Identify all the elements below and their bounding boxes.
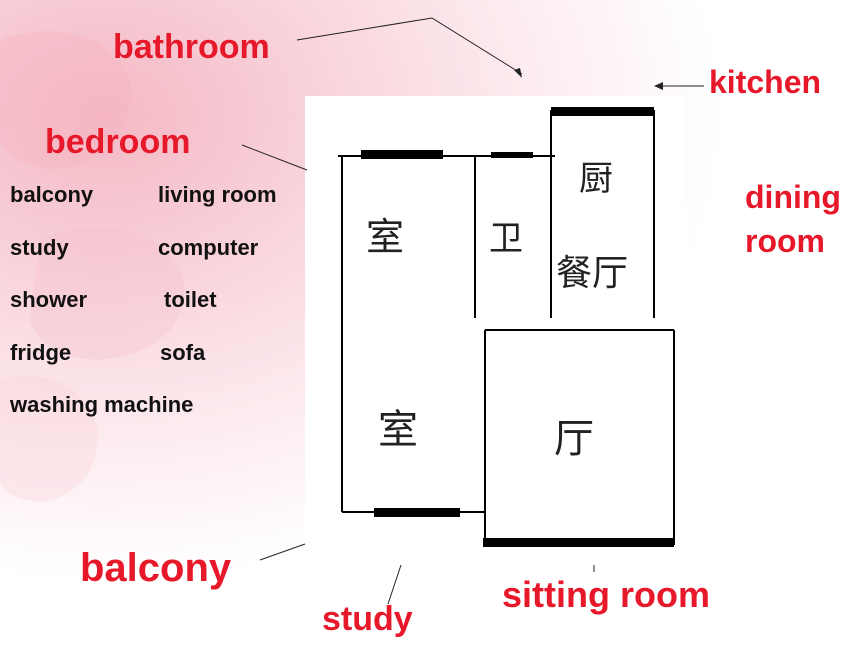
window-bars (361, 107, 674, 547)
plan-char-bedroom-bottom: 室 (378, 407, 418, 453)
petal-decoration (0, 31, 185, 502)
label-kitchen: kitchen (709, 64, 821, 100)
vocab-word: toilet (164, 287, 217, 312)
pointer-lines (241, 17, 704, 605)
vocab-word: sofa (160, 340, 206, 365)
floor-plan-walls (338, 110, 675, 545)
plan-char-bedroom-top: 室 (366, 215, 404, 259)
label-balcony: balcony (80, 546, 232, 590)
vocab-word: computer (158, 235, 259, 260)
label-study: study (322, 600, 413, 638)
floor-plan-panel (305, 96, 685, 574)
plan-char-hall: 厅 (554, 416, 594, 462)
label-dining-line2: room (745, 223, 825, 259)
vocabulary-list: balcony living room study computer showe… (9, 182, 277, 417)
vocab-word: study (10, 235, 69, 260)
plan-char-kitchen: 厨 (579, 159, 613, 199)
plan-char-bathroom: 卫 (489, 219, 523, 259)
label-sitting-room: sitting room (502, 574, 710, 615)
label-bathroom: bathroom (113, 28, 270, 66)
vocab-word: fridge (10, 340, 71, 365)
label-dining-line1: dining (745, 179, 841, 215)
vocab-word: shower (10, 287, 87, 312)
vocab-word: living room (158, 182, 277, 207)
vocab-word: balcony (10, 182, 94, 207)
plan-char-dining: 餐厅 (556, 253, 628, 294)
vocab-word: washing machine (9, 392, 193, 417)
label-bedroom: bedroom (45, 123, 190, 161)
